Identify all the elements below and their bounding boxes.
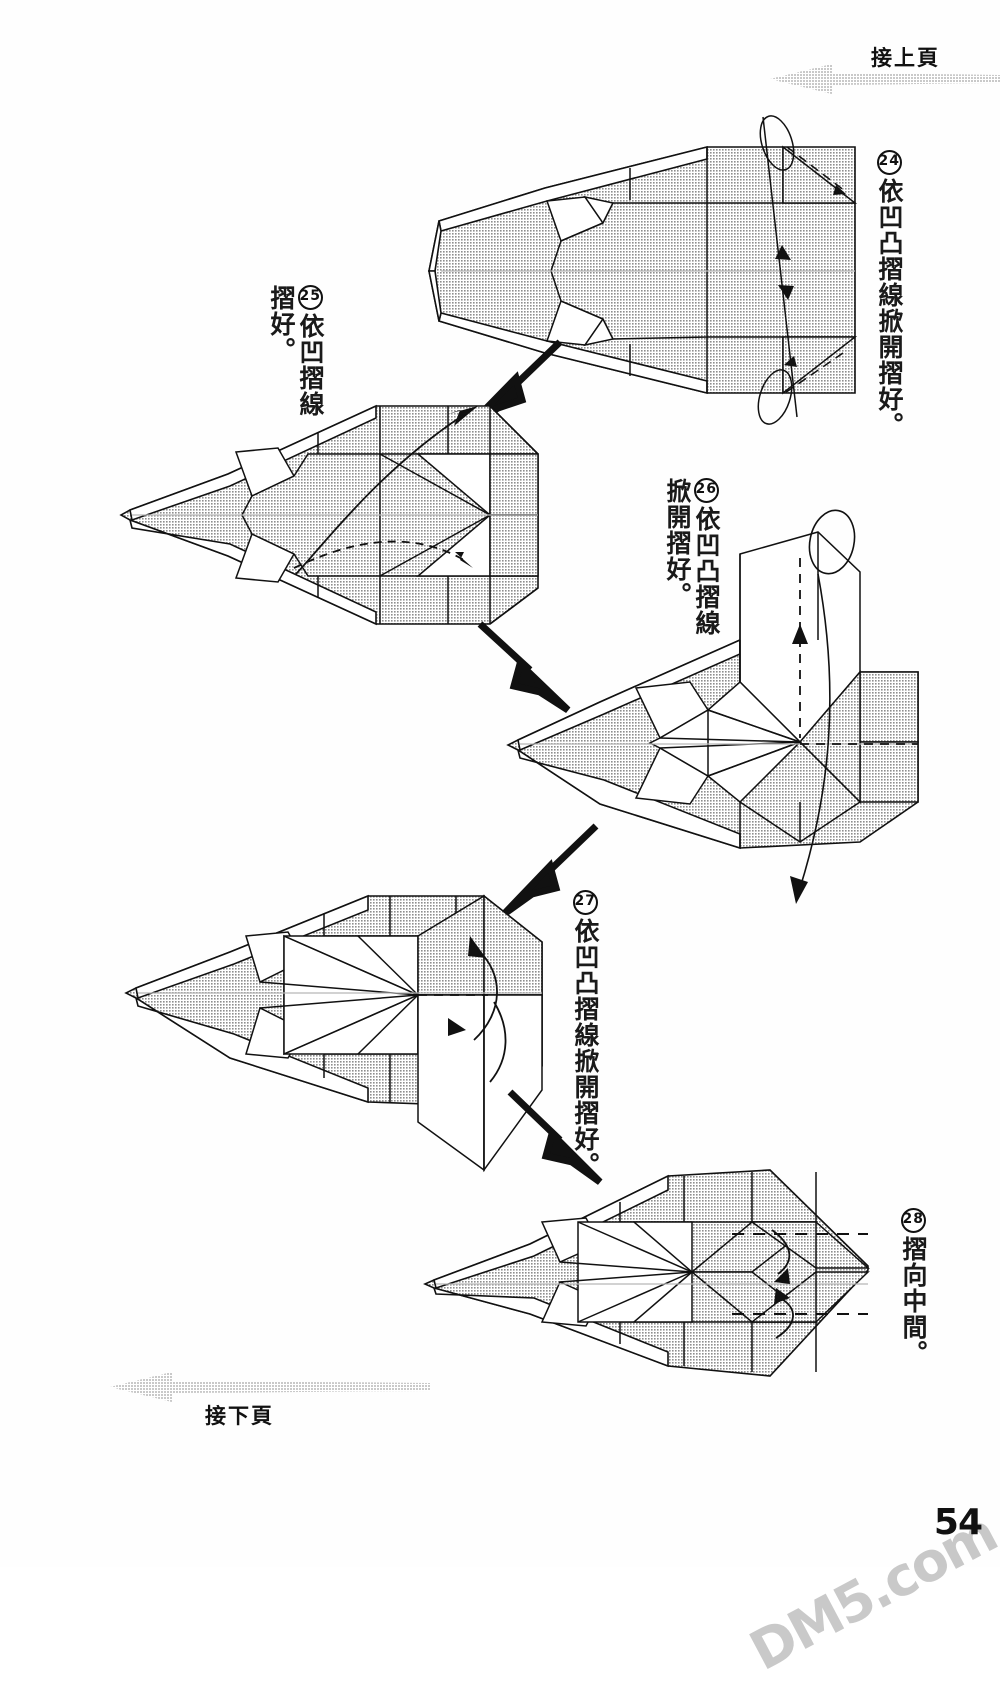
step-25-caption-col-1: 25 依凹摺線 — [296, 285, 325, 417]
step-24-number: 24 — [876, 150, 902, 175]
step-27-text: 依凹凸摺線掀開摺好。 — [571, 918, 600, 1178]
step-28-caption: 28 摺向中間。 — [899, 1208, 928, 1366]
origami-instruction-page: 接上頁 24 依凹凸摺線掀開摺好。 — [110, 42, 1000, 1683]
step-28-text: 摺向中間。 — [899, 1236, 928, 1366]
step-26-number: 26 — [693, 478, 719, 503]
step-25-text-line-2: 摺好。 — [267, 285, 296, 363]
flow-arrow-26-to-27 — [492, 818, 612, 932]
step-28-number: 28 — [900, 1208, 926, 1233]
flow-arrow-25-to-26 — [472, 612, 592, 726]
nav-previous-page-arrow-icon — [770, 62, 1000, 96]
step-27-caption: 27 依凹凸摺線掀開摺好。 — [571, 890, 600, 1178]
step-25-caption-col-2: 摺好。 — [267, 285, 296, 417]
step-25-text-line-1: 依凹摺線 — [296, 313, 325, 417]
step-24-text: 依凹凸摺線掀開摺好。 — [875, 178, 904, 438]
step-28-diagram — [420, 1158, 870, 1388]
nav-next-page: 接下頁 — [205, 1400, 274, 1430]
step-26-text-line-1: 依凹凸摺線 — [692, 506, 721, 636]
step-25-number: 25 — [297, 285, 323, 310]
step-24-diagram — [425, 115, 865, 425]
step-25-diagram — [118, 392, 548, 637]
nav-previous-page-label: 接上頁 — [871, 46, 940, 70]
flow-arrow-27-to-28 — [502, 1082, 622, 1196]
step-26-caption: 26 依凹凸摺線 掀開摺好。 — [663, 478, 721, 636]
nav-previous-page: 接上頁 — [871, 42, 940, 72]
nav-next-page-arrow-icon — [110, 1370, 430, 1404]
step-27-number: 27 — [572, 890, 598, 915]
step-26-text-line-2: 掀開摺好。 — [663, 478, 692, 608]
nav-next-page-label: 接下頁 — [205, 1404, 274, 1428]
step-27-diagram — [118, 890, 548, 1185]
step-26-caption-col-1: 26 依凹凸摺線 — [692, 478, 721, 636]
step-25-caption: 25 依凹摺線 摺好。 — [267, 285, 325, 417]
step-26-diagram — [500, 509, 930, 912]
step-26-caption-col-2: 掀開摺好。 — [663, 478, 692, 636]
page-number: 54 — [933, 1502, 983, 1543]
step-24-caption: 24 依凹凸摺線掀開摺好。 — [875, 150, 904, 438]
